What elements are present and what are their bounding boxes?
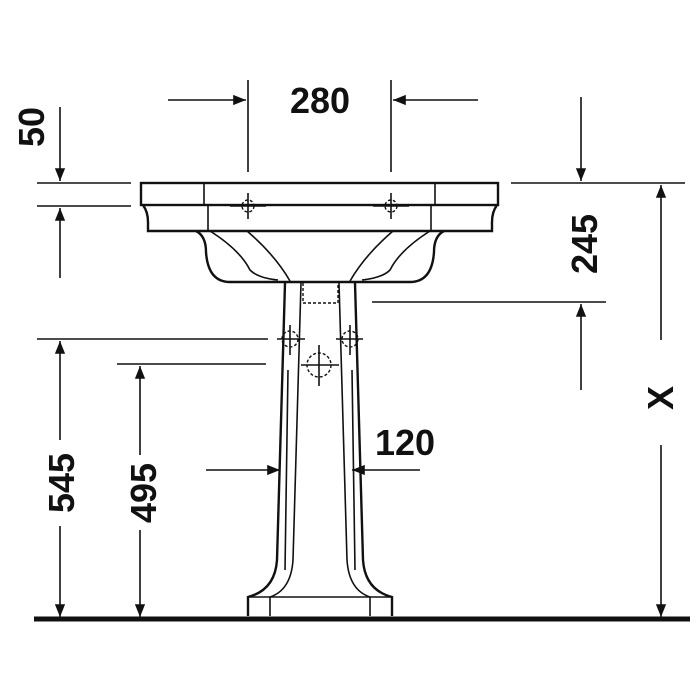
basin <box>139 181 500 284</box>
dim-x: X <box>640 185 681 617</box>
fixing-hole-left <box>277 325 305 355</box>
dim-label-495: 495 <box>123 463 164 523</box>
dim-495: 495 <box>117 363 266 617</box>
dim-545: 545 <box>37 338 268 617</box>
waste-hole <box>301 345 339 386</box>
dim-label-50: 50 <box>11 107 52 147</box>
waste-outlet <box>302 283 339 304</box>
fixing-hole-right <box>336 325 363 355</box>
dim-label-545: 545 <box>41 453 82 513</box>
dim-label-245: 245 <box>564 214 605 274</box>
dim-280: 280 <box>168 80 478 172</box>
tap-hole-left <box>230 193 266 219</box>
dim-label-120: 120 <box>375 422 435 463</box>
dim-label-x: X <box>640 386 681 410</box>
dim-120: 120 <box>206 422 435 476</box>
dim-50: 50 <box>11 107 131 278</box>
pedestal <box>246 282 394 616</box>
dim-245: 245 <box>372 97 685 390</box>
tap-hole-right <box>373 193 409 219</box>
dim-label-280: 280 <box>290 80 350 121</box>
